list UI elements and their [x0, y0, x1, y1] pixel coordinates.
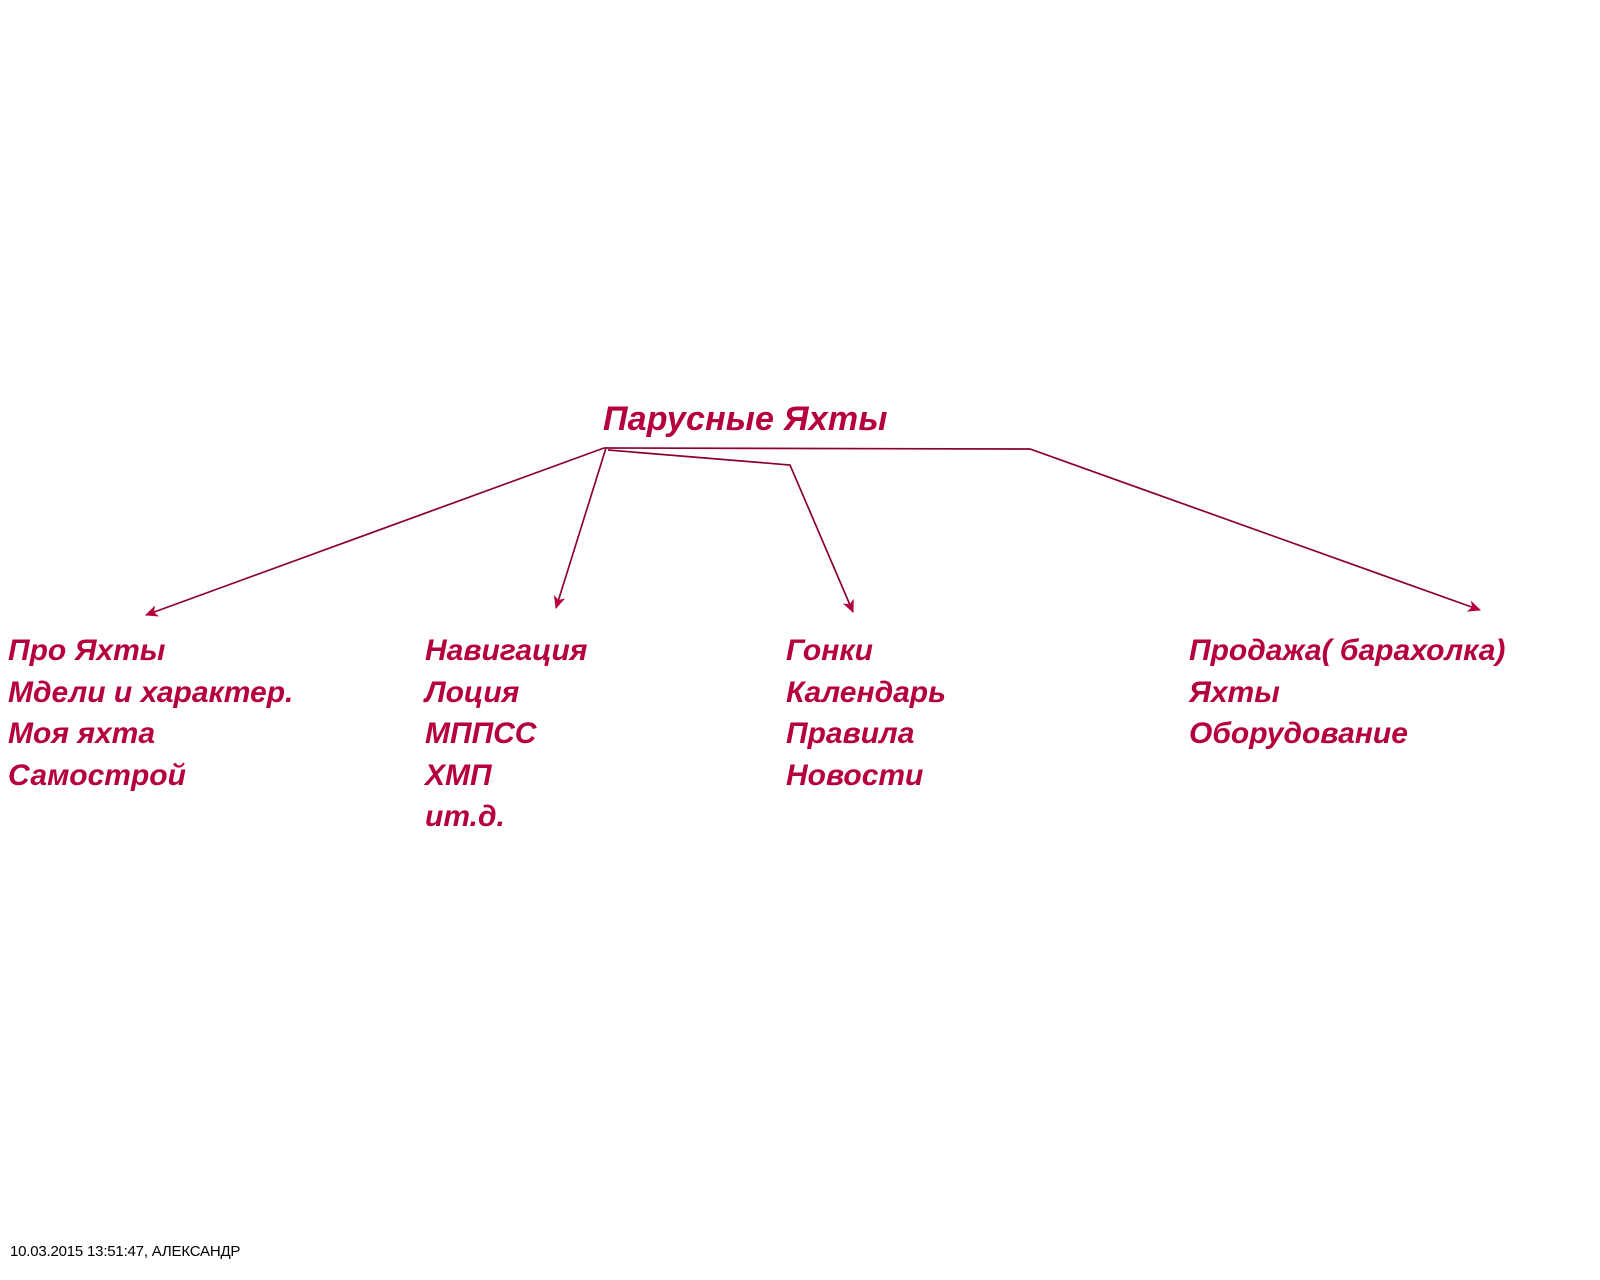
arrow-to-navigatsiya	[553, 447, 607, 609]
branch-column-navigatsiya: Навигация Лоция МППСС ХМП ит.д.	[425, 630, 587, 838]
arrow-to-prodazha	[603, 447, 1481, 612]
list-item: Новости	[786, 758, 924, 792]
branch-column-pro-yahty: Про Яхты Мдели и характер. Моя яхта Само…	[8, 630, 293, 796]
list-item: ит.д.	[425, 800, 505, 833]
list-item: Гонки	[786, 634, 873, 667]
list-item: Яхты	[1189, 675, 1280, 709]
list-item: Навигация	[425, 634, 588, 667]
list-item: Самострой	[8, 758, 186, 792]
list-item: Моя яхта	[8, 717, 156, 750]
arrow-to-pro-yahty	[145, 447, 605, 617]
list-item: Продажа( барахолка)	[1189, 634, 1506, 667]
list-item: Лоция	[425, 675, 520, 709]
list-item: ХМП	[425, 758, 492, 792]
list-item: МППСС	[425, 717, 537, 750]
page-title: Парусные Яхты	[603, 400, 888, 438]
arrow-to-gonki	[607, 449, 854, 613]
list-item: Оборудование	[1189, 717, 1408, 750]
list-item: Правила	[786, 717, 915, 750]
footer-timestamp: 10.03.2015 13:51:47, АЛЕКСАНДР	[10, 1243, 241, 1260]
branch-column-prodazha: Продажа( барахолка) Яхты Оборудование	[1189, 630, 1505, 755]
list-item: Календарь	[786, 675, 946, 709]
branch-column-gonki: Гонки Календарь Правила Новости	[786, 630, 946, 796]
list-item: Про Яхты	[8, 634, 166, 667]
list-item: Мдели и характер.	[8, 675, 294, 709]
